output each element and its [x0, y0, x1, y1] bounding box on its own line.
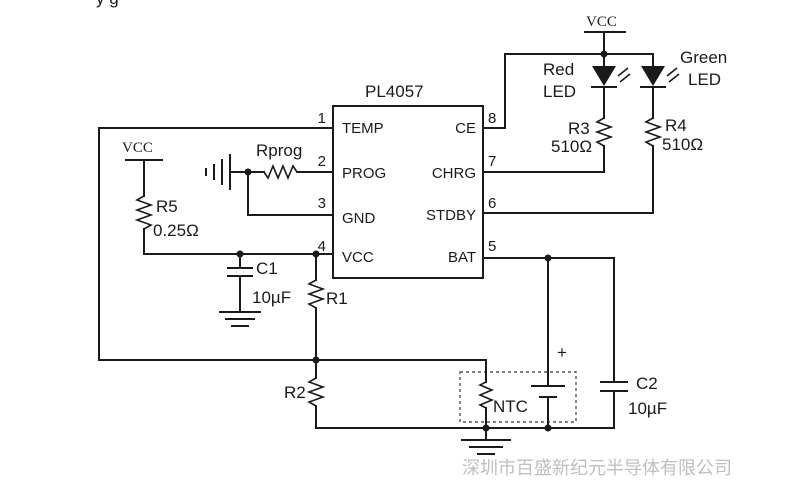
r1-resistor — [306, 279, 326, 309]
green-led-label-line2: LED — [688, 70, 721, 89]
c2-bottom-wire — [547, 390, 615, 429]
pin-label-gnd: GND — [342, 210, 376, 227]
red-led-arrow2 — [619, 73, 631, 83]
gnd-wire — [247, 171, 334, 216]
ic-body — [332, 105, 484, 279]
c2-name: C2 — [636, 374, 658, 393]
ntc-resistor — [477, 381, 495, 409]
pin-number-5: 5 — [488, 238, 496, 255]
r2-name: R2 — [284, 383, 306, 402]
r4-value: 510Ω — [662, 135, 703, 154]
red-led-arrow1 — [617, 67, 629, 77]
pin-label-prog: PROG — [342, 165, 386, 182]
c1-value: 10µF — [252, 288, 291, 307]
r5-name: R5 — [156, 197, 178, 216]
green-led-arrow1 — [666, 67, 678, 77]
red-led-label-line2: LED — [543, 82, 576, 101]
r4-resistor — [643, 117, 663, 147]
red-led-diode — [592, 66, 616, 86]
temp-wire — [98, 127, 334, 361]
gnd-junction — [244, 168, 252, 176]
pin-number-7: 7 — [488, 153, 496, 170]
green-led-arrow2 — [668, 73, 680, 83]
pin-label-stdby: STDBY — [426, 207, 476, 224]
c2-value: 10µF — [628, 399, 667, 418]
vcc-top-label: VCC — [586, 14, 617, 30]
pin-number-8: 8 — [488, 110, 496, 127]
battery-pack-outline — [459, 371, 577, 423]
header-partial-title: y g — [96, 0, 119, 8]
r2-resistor — [306, 377, 326, 407]
pin-number-6: 6 — [488, 195, 496, 212]
r3-name: R3 — [568, 119, 590, 138]
r3-resistor — [594, 117, 614, 147]
pin-number-2: 2 — [318, 153, 326, 170]
c1-name: C1 — [256, 259, 278, 278]
rprog-resistor — [263, 163, 298, 181]
vcc-left-label: VCC — [122, 140, 153, 156]
stdby-wire — [482, 145, 654, 214]
r3-value: 510Ω — [551, 137, 592, 156]
green-led-label-line1: Green — [680, 48, 727, 67]
pin-number-1: 1 — [318, 110, 326, 127]
red-led-label-line1: Red — [543, 60, 574, 79]
r5-value: 0.25Ω — [153, 221, 199, 240]
chrg-wire — [482, 145, 605, 173]
pin-label-vcc: VCC — [342, 249, 374, 266]
green-led-diode — [641, 66, 665, 86]
ntc-label: NTC — [493, 397, 528, 416]
r1-name: R1 — [326, 289, 348, 308]
pin-label-chrg: CHRG — [432, 165, 476, 182]
pin-label-bat: BAT — [448, 249, 476, 266]
r5-resistor — [134, 195, 154, 230]
pin-label-temp: TEMP — [342, 120, 384, 137]
r4-name: R4 — [665, 116, 687, 135]
ce-vcc-wire — [482, 53, 654, 129]
pin-label-ce: CE — [455, 120, 476, 137]
ic-name: PL4057 — [365, 82, 424, 101]
battery-plus-sign: + — [557, 343, 567, 362]
bat-wire — [482, 257, 615, 383]
pin-number-4: 4 — [318, 238, 326, 255]
watermark-company: 深圳市百盛新纪元半导体有限公司 — [462, 458, 732, 479]
rprog-label: Rprog — [256, 141, 302, 160]
pin-number-3: 3 — [318, 195, 326, 212]
